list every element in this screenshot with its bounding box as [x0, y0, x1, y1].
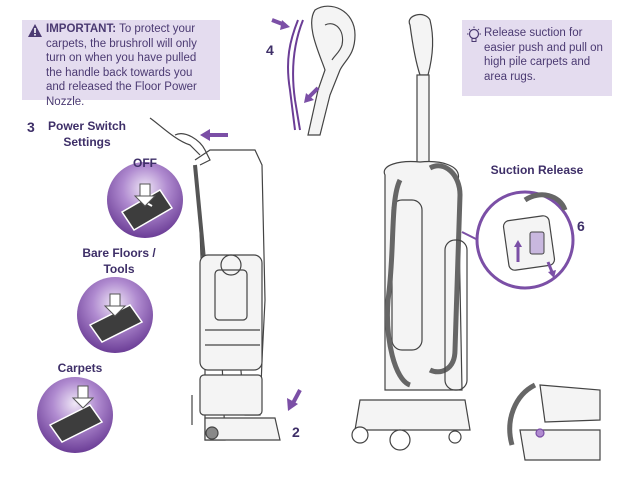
- important-callout: IMPORTANT: To protect your carpets, the …: [22, 20, 220, 108]
- power-switch-title-line2: Settings: [63, 135, 111, 149]
- nozzle-light-detail: [507, 382, 601, 461]
- tip-text: Release suction for easier push and pull…: [484, 27, 603, 83]
- step-6-number: 6: [577, 218, 585, 234]
- carpets-label: Carpets: [57, 361, 103, 375]
- suction-release-title: Suction Release: [490, 163, 584, 177]
- suction-release-detail: [461, 190, 575, 290]
- switch-off-diagram: [107, 162, 183, 238]
- warning-icon: [28, 24, 42, 37]
- switch-bare-floors-diagram: [77, 277, 153, 353]
- step-4-number: 4: [266, 42, 274, 58]
- tip-callout: Release suction for easier push and pull…: [462, 20, 612, 96]
- handle-detail: [287, 5, 356, 136]
- important-heading: IMPORTANT:: [46, 23, 117, 35]
- important-text: IMPORTANT: To protect your carpets, the …: [28, 22, 214, 109]
- important-body: To protect your carpets, the brushroll w…: [46, 23, 197, 108]
- upright-vacuum: [351, 13, 471, 451]
- power-switch-title-line1: Power Switch: [47, 119, 127, 133]
- person-with-vacuum: [149, 117, 281, 441]
- switch-carpets-diagram: [37, 377, 113, 453]
- switch-off-label: OFF: [133, 156, 157, 170]
- lightbulb-icon: [467, 26, 481, 42]
- step-2-number: 2: [292, 424, 300, 440]
- bare-floors-label-line2: Tools: [103, 262, 135, 276]
- step-3-number: 3: [27, 119, 35, 135]
- bare-floors-label-line1: Bare Floors /: [82, 246, 156, 260]
